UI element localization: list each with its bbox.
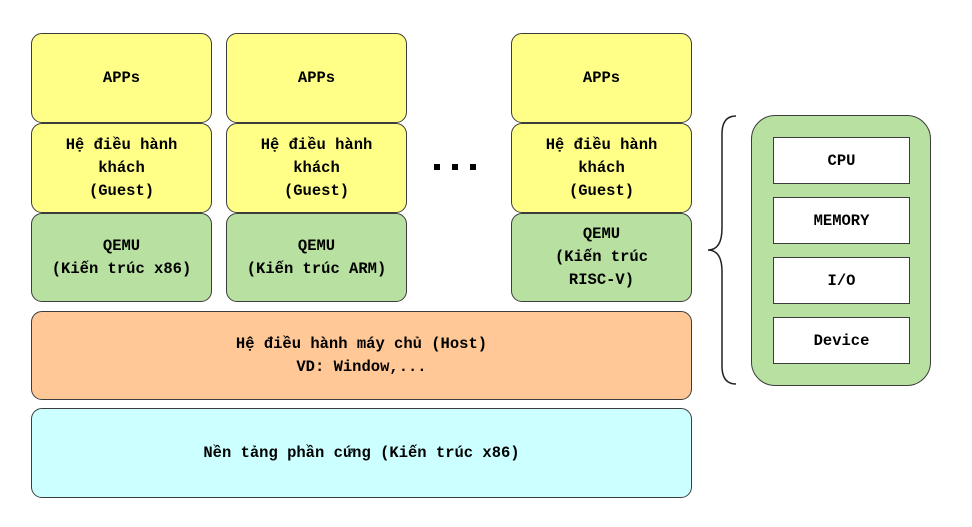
cpu-label: CPU [827,151,856,170]
curly-brace-icon [707,115,737,385]
io-label: I/O [827,271,856,290]
stack-3-guest-os: Hệ điều hành khách (Guest) [511,123,692,213]
stack-1-guest-os: Hệ điều hành khách (Guest) [31,123,212,213]
device-label: Device [813,331,870,350]
stack-3-qemu: QEMU (Kiến trúc RISC-V) [511,213,692,302]
guest-os-label: Hệ điều hành khách (Guest) [260,135,373,200]
host-os-label: Hệ điều hành máy chủ (Host) VD: Window,.… [235,334,488,376]
hardware-label: Nền tảng phần cứng (Kiến trúc x86) [203,443,520,462]
ellipsis [434,164,476,170]
stack-1-qemu: QEMU (Kiến trúc x86) [31,213,212,302]
qemu-label: QEMU (Kiến trúc ARM) [246,236,387,278]
qemu-label: QEMU (Kiến trúc x86) [51,236,192,278]
apps-label: APPs [102,68,141,87]
host-os-layer: Hệ điều hành máy chủ (Host) VD: Window,.… [31,311,692,400]
ellipsis-dot [434,164,440,170]
apps-label: APPs [582,68,621,87]
qemu-label: QEMU (Kiến trúc RISC-V) [554,225,648,289]
memory-box: MEMORY [773,197,910,244]
apps-label: APPs [297,68,336,87]
io-box: I/O [773,257,910,304]
stack-2-guest-os: Hệ điều hành khách (Guest) [226,123,407,213]
stack-3-apps: APPs [511,33,692,123]
guest-os-label: Hệ điều hành khách (Guest) [545,135,658,200]
hardware-layer: Nền tảng phần cứng (Kiến trúc x86) [31,408,692,498]
ellipsis-dot [452,164,458,170]
memory-label: MEMORY [813,211,870,230]
stack-2-qemu: QEMU (Kiến trúc ARM) [226,213,407,302]
stack-2-apps: APPs [226,33,407,123]
stack-1-apps: APPs [31,33,212,123]
device-box: Device [773,317,910,364]
ellipsis-dot [470,164,476,170]
guest-os-label: Hệ điều hành khách (Guest) [65,135,178,200]
cpu-box: CPU [773,137,910,184]
